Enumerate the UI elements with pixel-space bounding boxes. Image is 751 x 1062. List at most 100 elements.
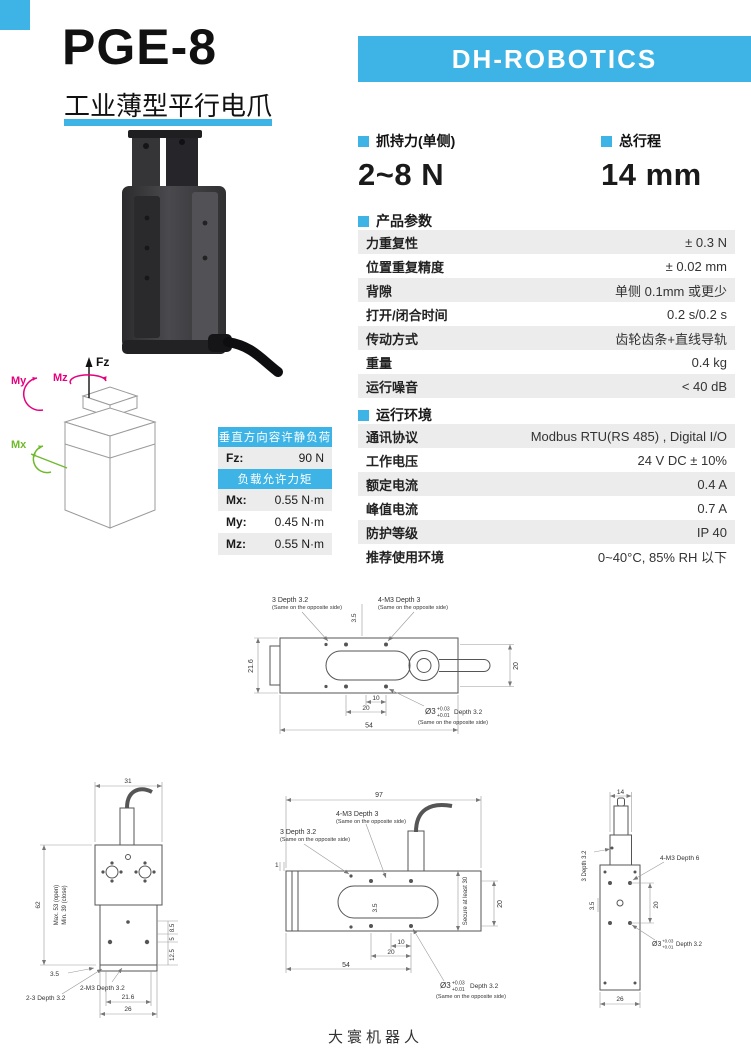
hole-tolerance: +0.01: [452, 987, 465, 993]
spec-value: 24 V DC ± 10%: [637, 452, 727, 468]
load-value: 0.55 N·m: [274, 537, 324, 551]
product-model: PGE-8: [62, 19, 218, 75]
load-value: 90 N: [298, 451, 324, 465]
subtitle-underline: [64, 119, 272, 126]
bullet-square-icon: [601, 135, 612, 147]
spec-row: 工作电压 24 V DC ± 10%: [358, 448, 735, 472]
front-view-holes: [101, 861, 156, 945]
side-view-holes: [349, 874, 413, 929]
bullet-square-icon: [358, 135, 369, 147]
load-value: 0.45 N·m: [274, 515, 324, 529]
spec-label: 工作电压: [366, 453, 419, 469]
my-label: My: [11, 375, 27, 387]
spec-value: IP 40: [696, 524, 727, 540]
mx-rotation-arrow: [32, 445, 52, 474]
dim-label: 20: [513, 662, 520, 670]
brand-name: DH-ROBOTICS: [451, 43, 658, 74]
environment-table: 通讯协议 Modbus RTU(RS 485) , Digital I/O 工作电…: [358, 424, 735, 568]
spec-value: 0.4 A: [697, 476, 727, 492]
dim-label: 3 Depth 3.2: [582, 850, 588, 882]
product-params-table: 力重复性± 0.3 N 位置重复精度± 0.02 mm 背隙单侧 0.1mm 或…: [358, 230, 735, 398]
dim-note: (Same on the opposite side): [436, 994, 506, 1000]
hole-callout: Ø3: [652, 941, 661, 948]
hole-tolerance: +0.01: [437, 713, 450, 719]
spec-value: ± 0.3 N: [685, 234, 727, 250]
spec-row: 重量 0.4 kg: [358, 350, 735, 374]
dim-label: 2-M3 Depth 3.2: [80, 985, 125, 992]
spec-row: 额定电流 0.4 A: [358, 472, 735, 496]
right-view-labels: 14 3 Depth 3.2 4-M3 Depth 6 3.5 20 Ø3 +0…: [582, 789, 703, 1003]
bullet-square-icon: [358, 409, 369, 421]
spec-value: 0.4 kg: [691, 354, 727, 370]
dim-note: (Same on the opposite side): [336, 819, 406, 825]
stroke-label: 总行程: [619, 133, 661, 149]
dim-label: 3.5: [372, 903, 379, 912]
top-view-outline: [269, 637, 491, 694]
spec-label: 重量: [366, 355, 393, 371]
environment-header: 运行环境: [358, 405, 432, 425]
grip-force-highlight: 抓持力(单侧) 2~8 N: [358, 131, 455, 193]
spec-label: 通讯协议: [366, 429, 419, 445]
load-label: Fz:: [226, 451, 244, 465]
dim-label: 3.5: [351, 613, 358, 622]
load-direction-diagram: Fz Mz My Mx: [11, 355, 157, 529]
allowable-load-tables: 垂直方向容许静负荷 Fz:90 N 负载允许力矩 Mx:0.55 N·m My:…: [218, 427, 332, 555]
hole-depth: Depth 3.2: [470, 983, 499, 990]
dimension-lines: [40, 782, 178, 1018]
dim-label: 3.5: [590, 901, 596, 910]
load-row: Mx:0.55 N·m: [218, 489, 332, 511]
dimension-lines: [279, 796, 498, 982]
dim-note: (Same on the opposite side): [418, 720, 488, 726]
dim-label: 10: [372, 695, 380, 702]
right-view-outline: [599, 797, 641, 991]
spec-value: Modbus RTU(RS 485) , Digital I/O: [530, 428, 727, 444]
hole-callout: Ø3: [425, 707, 436, 716]
spec-label: 防护等级: [366, 525, 419, 541]
spec-label: 传动方式: [366, 331, 419, 347]
dim-label: 20: [387, 949, 395, 956]
dim-label: 3.5: [50, 971, 59, 978]
dim-label: 12.5: [170, 949, 176, 961]
dim-label: 62: [35, 901, 42, 909]
spec-value: 0~40°C, 85% RH 以下: [597, 549, 727, 565]
grip-force-label: 抓持力(单侧): [376, 133, 456, 149]
product-subtitle: 工业薄型平行电爪: [64, 91, 273, 121]
dim-note: (Same on the opposite side): [272, 605, 342, 611]
mx-label: Mx: [11, 439, 27, 451]
dim-label: 54: [342, 962, 350, 969]
drawing-front-view: 31 62 Max. 53 (open) Min. 39 (close) 8.5…: [26, 778, 178, 1018]
front-view-outline: [94, 787, 163, 972]
dim-label: Secure at least 30: [463, 876, 469, 925]
dim-label: Max. 53 (open): [54, 885, 60, 925]
load-label: My:: [226, 515, 247, 529]
side-view-labels: 97 4-M3 Depth 3 (Same on the opposite si…: [275, 792, 506, 1000]
corner-accent: [0, 0, 30, 30]
hole-tolerance: +0.03: [662, 939, 674, 944]
drawing-right-view: 14 3 Depth 3.2 4-M3 Depth 6 3.5 20 Ø3 +0…: [582, 789, 703, 1008]
section-title: 运行环境: [376, 407, 432, 423]
footer-brand-text: 大寰机器人: [327, 1029, 423, 1046]
spec-row: 背隙单侧 0.1mm 或更少: [358, 278, 735, 302]
dim-label: 54: [365, 723, 373, 730]
dim-label: 3 Depth 3.2: [280, 829, 316, 836]
load-value: 0.55 N·m: [274, 493, 324, 507]
stroke-value: 14 mm: [601, 157, 702, 192]
load-row: Mz:0.55 N·m: [218, 533, 332, 555]
top-view-holes: [324, 642, 388, 689]
spec-value: 0.7 A: [697, 500, 727, 516]
spec-label: 额定电流: [366, 477, 419, 493]
bullet-square-icon: [358, 215, 369, 227]
dim-label: 21.6: [122, 994, 135, 1001]
gripper-photo-shapes: [122, 130, 283, 377]
dim-label: 5: [170, 937, 176, 941]
mz-label: Mz: [53, 372, 68, 384]
dim-label: 20: [497, 900, 504, 908]
hole-callout: Ø3: [440, 981, 451, 990]
mz-rotation-arrow: [69, 374, 107, 385]
mx-axis-arrow: [30, 453, 68, 469]
spec-label: 背隙: [366, 283, 393, 299]
